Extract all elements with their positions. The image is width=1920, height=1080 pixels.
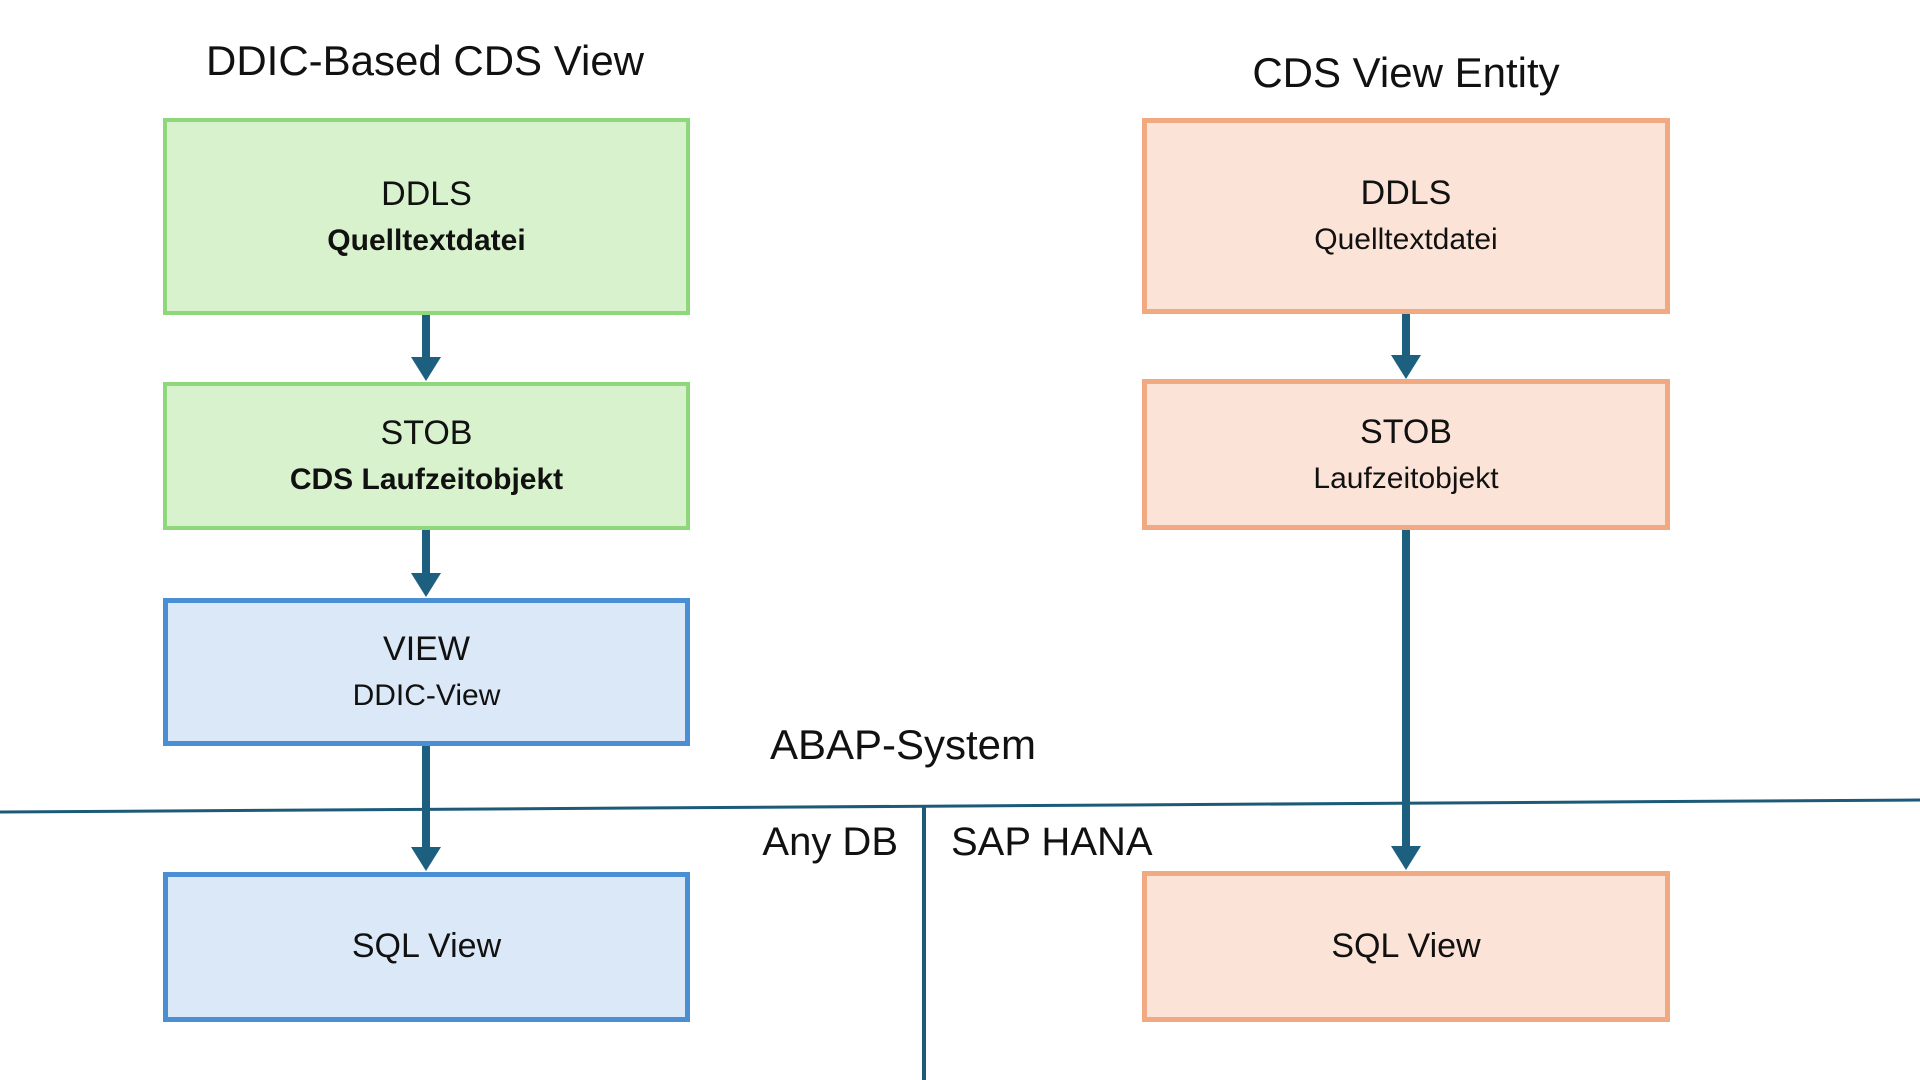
- arrow-head: [411, 573, 441, 597]
- left-stob-label: STOB: [380, 414, 473, 453]
- arrow-head: [1391, 846, 1421, 870]
- arrow-head: [411, 847, 441, 871]
- arrow-head: [1391, 355, 1421, 379]
- right-sqlview-box: SQL View: [1142, 871, 1670, 1022]
- arrow-shaft: [422, 530, 430, 575]
- right-stob-box: STOB Laufzeitobjekt: [1142, 379, 1670, 530]
- left-view-sublabel: DDIC-View: [352, 679, 501, 713]
- abap-db-horizontal-line: [0, 798, 1920, 814]
- left-sqlview-box: SQL View: [163, 872, 690, 1022]
- sap-hana-label: SAP HANA: [951, 820, 1153, 864]
- left-sqlview-label: SQL View: [351, 927, 502, 966]
- left-ddls-box: DDLS Quelltextdatei: [163, 118, 690, 315]
- left-stob-box: STOB CDS Laufzeitobjekt: [163, 382, 690, 530]
- right-ddls-box: DDLS Quelltextdatei: [1142, 118, 1670, 314]
- right-sqlview-label: SQL View: [1331, 926, 1481, 965]
- arrow-shaft: [422, 315, 430, 359]
- arrow-shaft: [422, 746, 430, 849]
- arrow-head: [411, 357, 441, 381]
- right-column-title: CDS View Entity: [1252, 49, 1560, 96]
- left-ddls-sublabel: Quelltextdatei: [327, 223, 526, 257]
- arrow-left-view-to-sqlview: [411, 746, 441, 871]
- arrow-shaft: [1402, 314, 1410, 357]
- left-column-title: DDIC-Based CDS View: [205, 37, 645, 84]
- right-stob-label: STOB: [1360, 412, 1452, 451]
- abap-system-label: ABAP-System: [769, 721, 1037, 768]
- any-db-label: Any DB: [762, 820, 898, 864]
- left-view-box: VIEW DDIC-View: [163, 598, 690, 746]
- right-ddls-label: DDLS: [1360, 174, 1452, 213]
- right-ddls-sublabel: Quelltextdatei: [1314, 223, 1498, 257]
- left-stob-sublabel: CDS Laufzeitobjekt: [289, 463, 564, 497]
- arrow-left-stob-to-view: [411, 530, 441, 597]
- left-ddls-label: DDLS: [381, 174, 472, 213]
- arrow-shaft: [1402, 530, 1410, 848]
- left-view-label: VIEW: [383, 630, 470, 669]
- arrow-left-ddls-to-stob: [411, 315, 441, 381]
- arrow-right-ddls-to-stob: [1391, 314, 1421, 379]
- arrow-right-stob-to-sqlview: [1391, 530, 1421, 870]
- right-stob-sublabel: Laufzeitobjekt: [1313, 461, 1499, 495]
